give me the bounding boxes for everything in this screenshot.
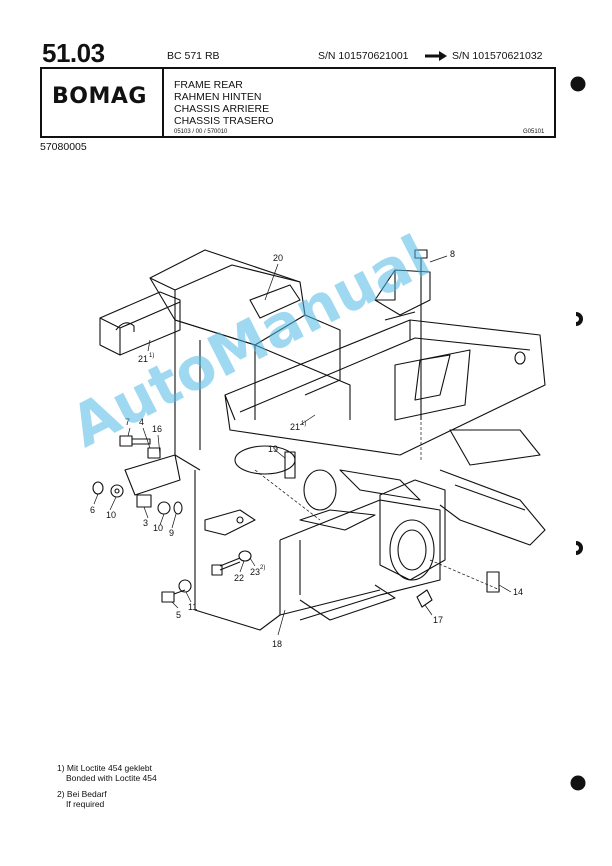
callout: 14	[513, 587, 523, 597]
callout: 19	[268, 444, 278, 454]
callout-footnote-ref: 1)	[149, 353, 154, 359]
callout: 10	[106, 510, 116, 520]
callout-footnote-ref: 1)	[301, 421, 306, 427]
title-en: FRAME REAR	[174, 79, 243, 91]
callout: 17	[433, 615, 443, 625]
title-de: RAHMEN HINTEN	[174, 91, 262, 103]
callout: 7	[125, 417, 130, 427]
callout: 10	[153, 523, 163, 533]
callout: 23	[250, 567, 260, 577]
title-es: CHASSIS TRASERO	[174, 115, 274, 127]
footnote-1-en: Bonded with Loctite 454	[66, 773, 157, 783]
callout: 4	[139, 417, 144, 427]
callout: 9	[169, 528, 174, 538]
callout: 21	[138, 354, 148, 364]
callout: 11	[188, 602, 197, 612]
title-fr: CHASSIS ARRIERE	[174, 103, 270, 115]
callout: 21	[290, 422, 300, 432]
model-label: BC 571 RB	[167, 50, 220, 62]
callout: 18	[272, 639, 282, 649]
brand-logo: BOMAG	[52, 84, 147, 109]
callout: 20	[273, 253, 283, 263]
footnote-2-en: If required	[66, 799, 105, 809]
serial-end: S/N 101570621032	[452, 50, 543, 62]
binder-half-circle-icon	[576, 312, 583, 326]
doc-code: 05103 / 00 / 570010	[174, 129, 228, 135]
arrow-right-icon	[425, 51, 447, 61]
section-number: 51.03	[42, 38, 105, 68]
footnote-2-de: 2) Bei Bedarf	[57, 789, 107, 799]
callout: 8	[450, 249, 455, 259]
callout: 3	[143, 518, 148, 528]
callout: 16	[152, 424, 162, 434]
part-number: 57080005	[40, 141, 87, 153]
doc-ref: G05101	[523, 129, 545, 135]
title-block	[40, 67, 556, 138]
callout-footnote-ref: 2)	[260, 565, 265, 571]
callout: 5	[176, 610, 181, 620]
callout: 6	[90, 505, 95, 515]
title-divider	[162, 67, 164, 138]
binder-dot-icon	[570, 775, 586, 791]
callout: 22	[234, 573, 244, 583]
serial-start: S/N 101570621001	[318, 50, 409, 62]
footnote-1-de: 1) Mit Loctite 454 geklebt	[57, 763, 152, 773]
binder-half-circle-icon	[576, 541, 583, 555]
binder-dot-icon	[570, 76, 586, 92]
